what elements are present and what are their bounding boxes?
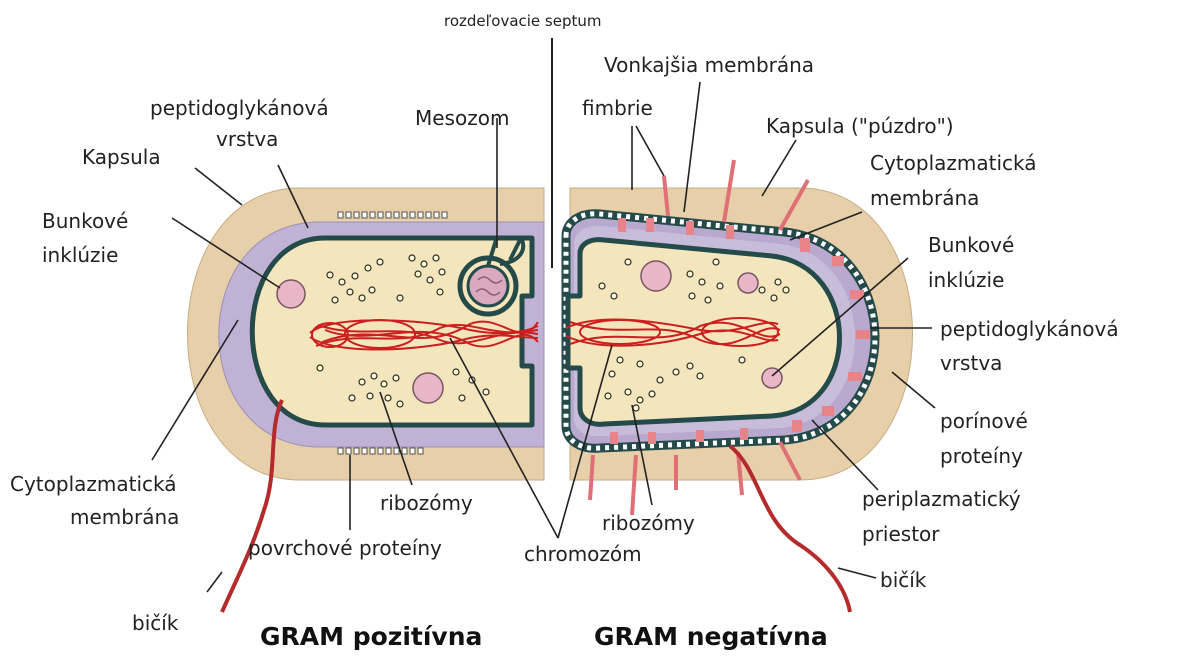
label-cytomembrane-left-2: membrána bbox=[70, 505, 179, 529]
label-periplasm: periplazmatický bbox=[862, 487, 1021, 511]
label-inclusions-right: Bunkové bbox=[928, 233, 1014, 257]
label-chromosome: chromozóm bbox=[524, 542, 642, 566]
label-peptidoglycan-right-2: vrstva bbox=[940, 351, 1002, 375]
label-fimbriae: fimbrie bbox=[582, 96, 653, 120]
label-ribosomes-right: ribozómy bbox=[602, 511, 695, 535]
label-porins: porínové bbox=[940, 409, 1028, 433]
label-inclusions-left: Bunkové bbox=[42, 209, 128, 233]
label-ribosomes-left: ribozómy bbox=[380, 491, 473, 515]
label-porins-2: proteíny bbox=[940, 444, 1023, 468]
inclusion-left-2 bbox=[413, 373, 443, 403]
label-cytomembrane-left: Cytoplazmatická bbox=[10, 472, 177, 496]
label-capsule-left: Kapsula bbox=[82, 145, 161, 169]
label-flagellum-right: bičík bbox=[880, 568, 927, 592]
label-flagellum-left: bičík bbox=[132, 611, 179, 635]
label-peptidoglycan-left-2: vrstva bbox=[216, 127, 278, 151]
label-cytomembrane-right: Cytoplazmatická bbox=[870, 151, 1037, 175]
label-capsule-right: Kapsula ("púzdro") bbox=[766, 114, 954, 138]
inclusion-right-3 bbox=[762, 368, 782, 388]
inclusion-right-2 bbox=[738, 273, 758, 293]
label-outer-membrane: Vonkajšia membrána bbox=[604, 53, 814, 77]
label-peptidoglycan-right: peptidoglykánová bbox=[940, 317, 1119, 341]
label-cytomembrane-right-2: membrána bbox=[870, 186, 979, 210]
title-gram-negative: GRAM negatívna bbox=[594, 622, 828, 651]
inclusion-right-1 bbox=[641, 261, 671, 291]
title-gram-positive: GRAM pozitívna bbox=[260, 622, 482, 651]
label-peptidoglycan-left: peptidoglykánová bbox=[150, 96, 329, 120]
inclusion-left-1 bbox=[277, 280, 305, 308]
label-septum: rozdeľovacie septum bbox=[444, 12, 602, 30]
label-periplasm-2: priestor bbox=[862, 522, 940, 546]
label-inclusions-right-2: inklúzie bbox=[928, 268, 1004, 292]
surface-proteins-bottom bbox=[338, 448, 423, 454]
label-mesosome: Mesozom bbox=[415, 106, 509, 130]
label-surface-proteins: povrchové proteíny bbox=[248, 536, 442, 560]
label-inclusions-left-2: inklúzie bbox=[42, 243, 118, 267]
